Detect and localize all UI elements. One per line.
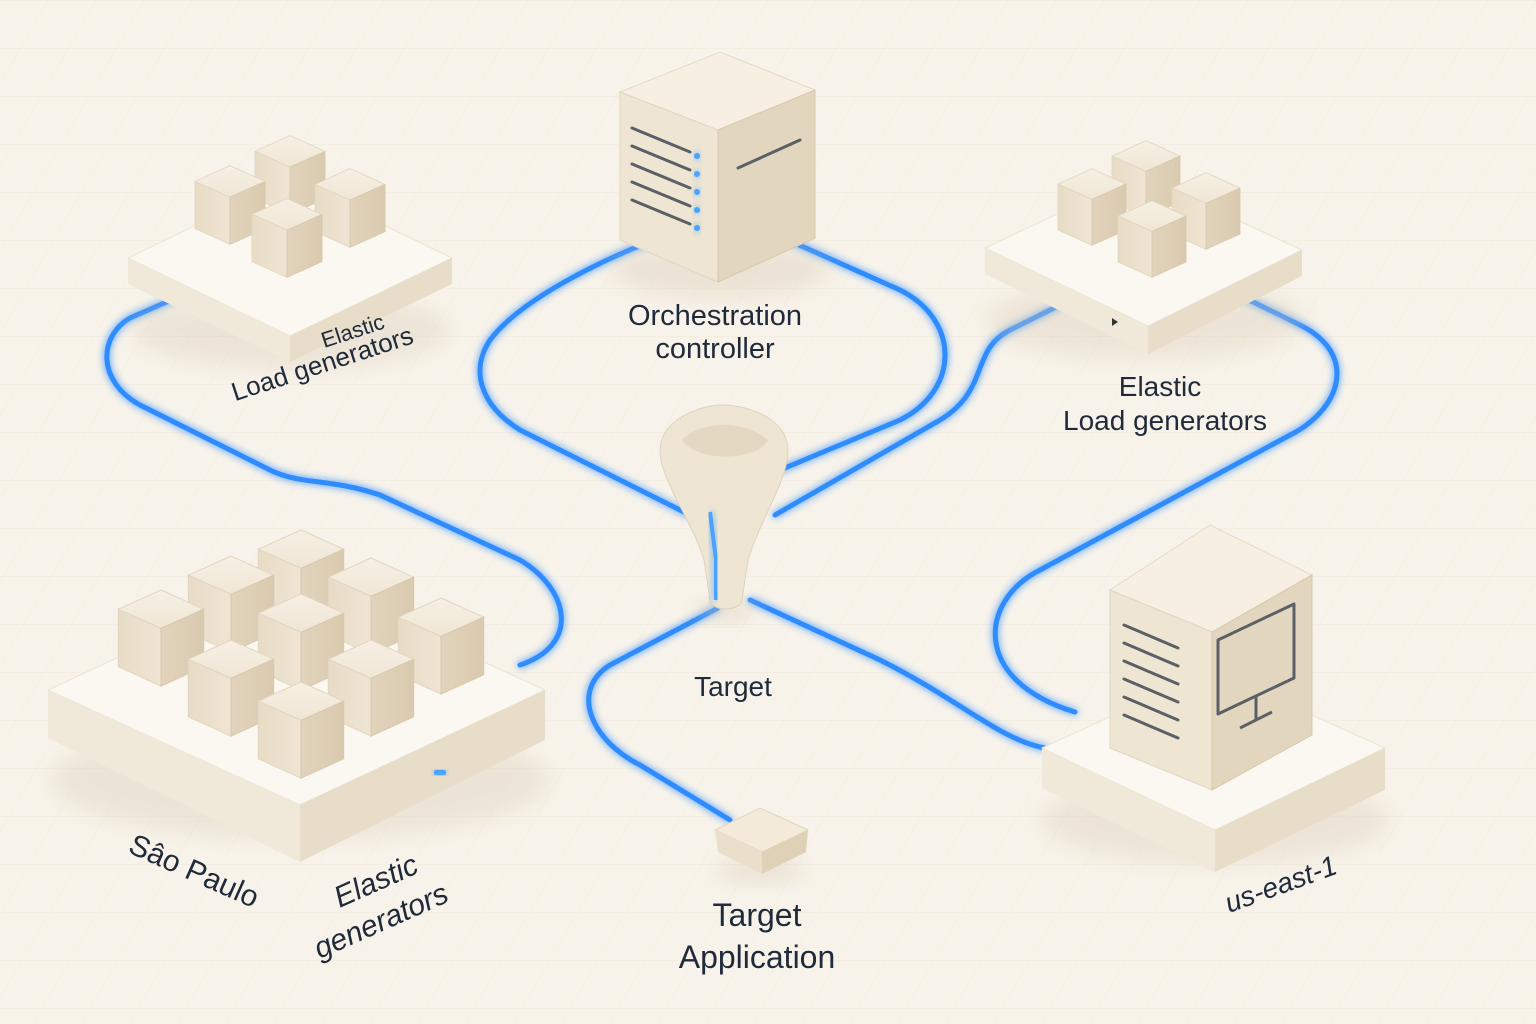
target-label: Target bbox=[694, 671, 772, 702]
orchestration-label-line2: controller bbox=[655, 333, 775, 365]
monitor-icon bbox=[1216, 602, 1296, 730]
connector-controller-topright bbox=[767, 229, 948, 473]
target-funnel-node bbox=[659, 404, 789, 620]
connector-topright-useast bbox=[992, 295, 1340, 715]
connector-target-app bbox=[586, 605, 733, 823]
connector-topleft-bottomleft bbox=[104, 294, 564, 668]
target-application-node bbox=[713, 807, 810, 882]
orchestration-controller-node bbox=[610, 51, 830, 298]
target-app-label-line2: Application bbox=[679, 939, 836, 975]
target-app-label-line1: Target bbox=[713, 897, 802, 933]
sao-paulo-generator-cluster bbox=[46, 529, 550, 862]
top-right-label-line2: Load generators bbox=[1063, 405, 1267, 436]
connector-controller-target bbox=[477, 233, 693, 518]
top-right-label-line1: Elastic bbox=[1119, 371, 1201, 402]
us-east-1-target-node bbox=[1040, 524, 1390, 872]
orchestration-label-line1: Orchestration bbox=[628, 300, 802, 332]
connector-target-useast bbox=[747, 597, 1048, 751]
top-right-load-generator-cluster bbox=[983, 140, 1305, 360]
top-left-load-generator-cluster bbox=[126, 135, 454, 370]
